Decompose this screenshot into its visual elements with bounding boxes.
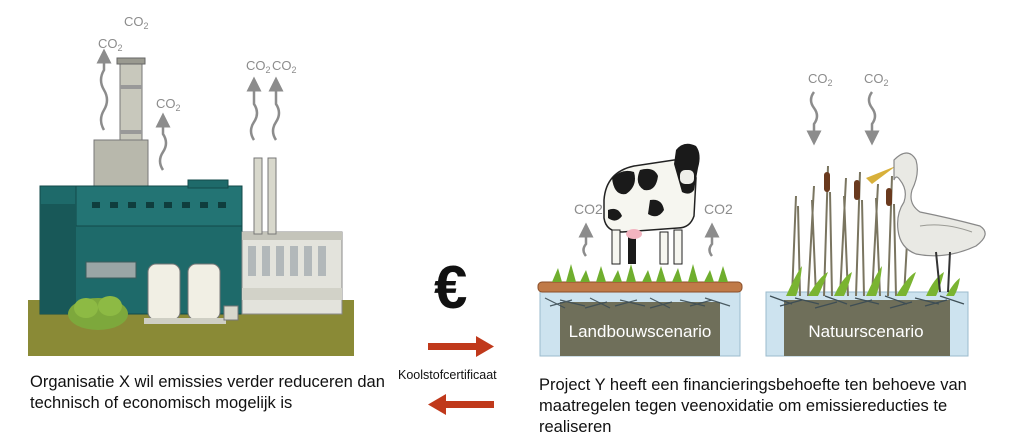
co2-label: CO2 — [574, 201, 603, 217]
arrow-right-icon — [428, 336, 494, 357]
factory-tank — [187, 263, 221, 321]
euro-icon: € — [434, 254, 467, 321]
co2-label: CO2 — [808, 71, 833, 88]
scenario-label-agriculture: Landbouwscenario — [569, 322, 712, 341]
nature-scenario: Natuurscenario — [765, 165, 969, 357]
peat-soil — [560, 302, 720, 356]
cow-icon — [603, 143, 700, 265]
factory-tank — [147, 263, 181, 321]
co2-label: CO2 — [246, 58, 271, 75]
co2-label: CO2 — [124, 14, 149, 31]
drainage-pipe — [537, 281, 743, 293]
wavy-arrow-icon — [578, 222, 720, 257]
peat-soil — [784, 300, 950, 356]
egret-icon — [866, 152, 986, 293]
caption-project-y: Project Y heeft een financieringsbehoeft… — [539, 376, 967, 436]
co2-label: CO2 — [156, 96, 181, 113]
co2-label: CO2 — [864, 71, 889, 88]
scenario-label-nature: Natuurscenario — [808, 322, 923, 341]
agriculture-scenario: Landbouwscenario — [537, 264, 743, 357]
wavy-arrow-icon — [96, 48, 284, 171]
co2-label: CO2 — [98, 36, 123, 53]
arrow-left-icon — [428, 394, 494, 415]
co2-label: CO2 — [704, 201, 733, 217]
wavy-arrow-icon — [806, 91, 880, 146]
certificate-label: Koolstofcertificaat — [398, 368, 497, 382]
caption-organisation-x: Organisatie X wil emissies verder reduce… — [30, 373, 385, 412]
reed-icon — [791, 165, 911, 297]
factory-icon — [28, 57, 354, 356]
co2-label: CO2 — [272, 58, 297, 75]
